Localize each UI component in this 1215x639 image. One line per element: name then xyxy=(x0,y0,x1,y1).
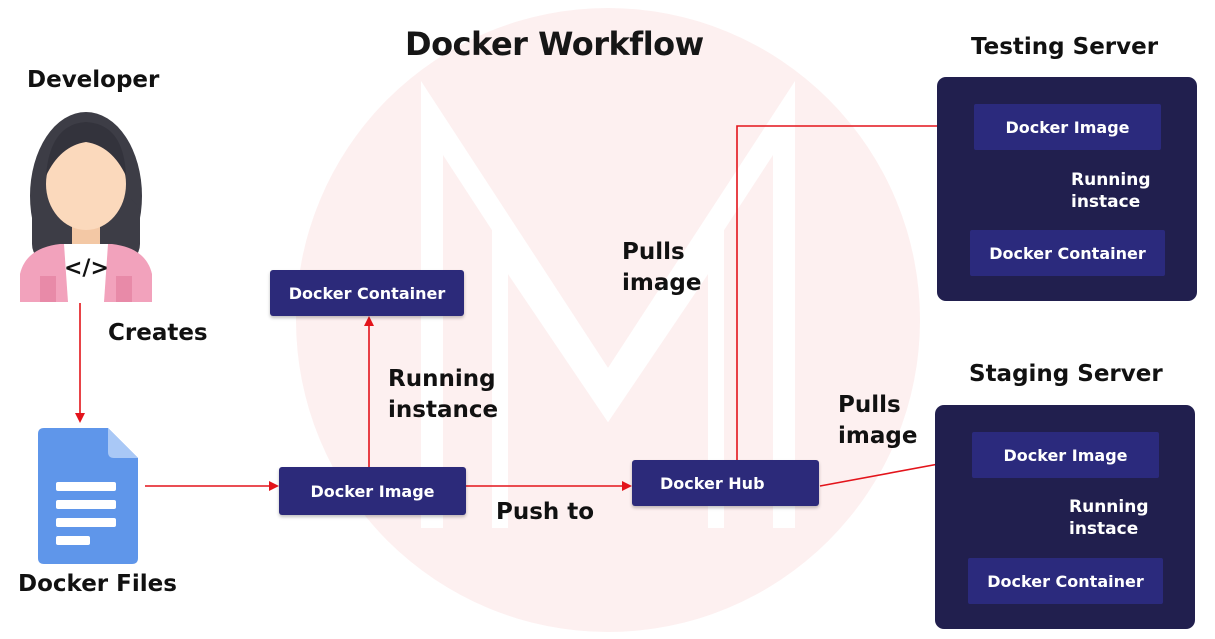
page-title: Docker Workflow xyxy=(405,25,704,63)
pulls-image-top-label: Pulls image xyxy=(622,239,702,296)
developer-avatar-icon: </> xyxy=(20,106,152,302)
running-instance-label: Running instance xyxy=(388,366,499,423)
staging-running-instance-label: Running instace xyxy=(1069,497,1149,539)
arrow-hub-to-testing xyxy=(736,121,973,460)
staging-docker-image-box[interactable]: Docker Image xyxy=(972,432,1159,478)
testing-running-instance-label: Running instace xyxy=(1071,170,1151,212)
docker-hub-box[interactable]: Docker Hub xyxy=(632,460,819,506)
staging-server-heading: Staging Server xyxy=(969,361,1163,387)
push-to-label: Push to xyxy=(496,499,595,525)
developer-heading: Developer xyxy=(27,67,160,93)
docker-files-label: Docker Files xyxy=(18,571,177,597)
creates-label: Creates xyxy=(108,320,208,346)
docker-container-box[interactable]: Docker Container xyxy=(270,270,464,316)
code-glyph: </> xyxy=(64,256,109,281)
docker-image-box[interactable]: Docker Image xyxy=(279,467,466,515)
document-icon xyxy=(36,426,140,566)
testing-server-heading: Testing Server xyxy=(971,34,1159,60)
pulls-image-bottom-label: Pulls image xyxy=(838,392,918,449)
staging-docker-container-box[interactable]: Docker Container xyxy=(968,558,1163,604)
watermark-logo xyxy=(296,8,920,632)
testing-docker-container-box[interactable]: Docker Container xyxy=(970,230,1165,276)
testing-docker-image-box[interactable]: Docker Image xyxy=(974,104,1161,150)
